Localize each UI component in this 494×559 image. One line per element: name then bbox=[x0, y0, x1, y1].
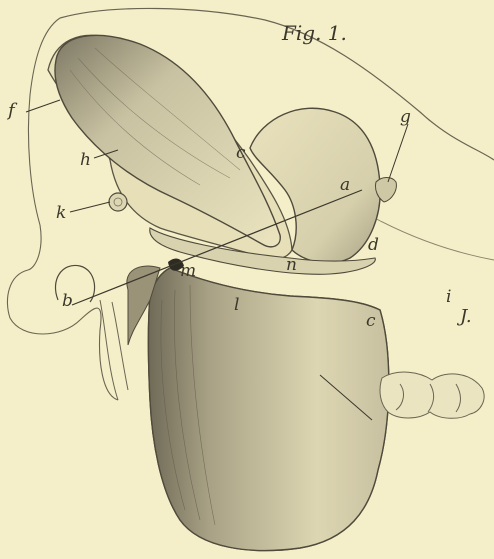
label-k: k bbox=[56, 203, 66, 223]
label-i: i bbox=[446, 287, 451, 307]
label-l: l bbox=[234, 295, 239, 315]
side-mark-j: J. bbox=[456, 306, 472, 327]
lower-left-outline bbox=[7, 270, 118, 400]
label-a: a bbox=[340, 175, 350, 195]
label-d: d bbox=[368, 235, 379, 255]
hanging-strand bbox=[100, 300, 128, 400]
label-e: c bbox=[236, 143, 246, 163]
knob-k bbox=[109, 193, 127, 211]
label-n: n bbox=[286, 255, 297, 275]
leader-g bbox=[388, 124, 408, 182]
label-c: c bbox=[366, 311, 376, 331]
right-outline bbox=[360, 210, 494, 260]
segmented-structure bbox=[380, 372, 484, 418]
label-g: g bbox=[400, 107, 411, 127]
label-b: b bbox=[62, 291, 73, 311]
label-f: f bbox=[6, 100, 18, 121]
figure-caption: Fig. 1. bbox=[281, 21, 347, 45]
leader-f bbox=[26, 100, 60, 112]
label-h: h bbox=[80, 150, 91, 170]
leader-k bbox=[70, 202, 110, 212]
label-m: m bbox=[180, 261, 196, 281]
